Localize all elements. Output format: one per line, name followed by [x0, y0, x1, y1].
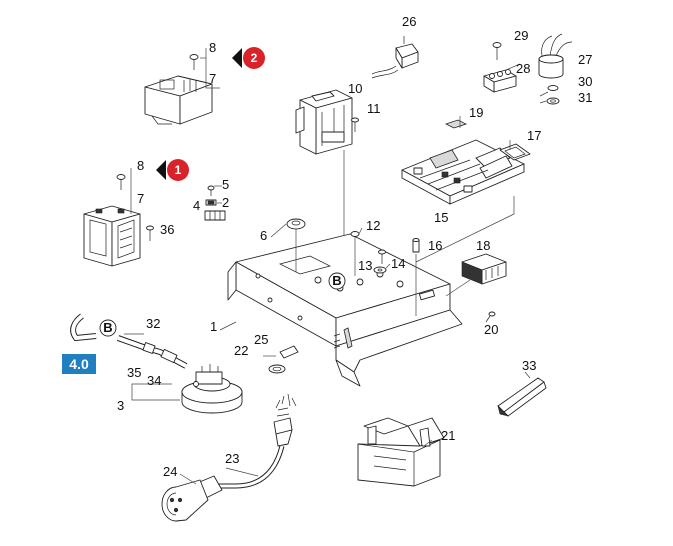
part-7-upper-transformer — [144, 75, 213, 125]
version-badge: 4.0 — [62, 354, 96, 374]
part-29-screw — [492, 42, 502, 60]
callout-29: 29 — [514, 28, 528, 43]
warning-marker-1: 1 — [156, 159, 189, 181]
callout-17: 17 — [527, 128, 541, 143]
warning-marker-1-label: 1 — [175, 163, 182, 177]
callout-22: 22 — [234, 343, 248, 358]
part-11-screw — [351, 117, 359, 132]
part-18-relay — [461, 253, 507, 285]
callout-33: 33 — [522, 358, 536, 373]
callout-21: 21 — [441, 428, 455, 443]
warning-marker-2-label: 2 — [251, 51, 258, 65]
callout-18: 18 — [476, 238, 490, 253]
callout-36: 36 — [160, 222, 174, 237]
warning-marker-2-circle — [243, 47, 265, 69]
part-26-cable-filter — [371, 36, 419, 79]
part-8-upper-screw — [189, 54, 199, 70]
part-7-lower-transformer — [83, 205, 141, 267]
callout-35: 35 — [127, 365, 141, 380]
callout-3: 3 — [117, 398, 124, 413]
callout-16: 16 — [428, 238, 442, 253]
callout-8-upper: 8 — [209, 40, 216, 55]
part-20-screw — [485, 311, 496, 323]
callout-30: 30 — [578, 74, 592, 89]
part-16-spacer — [412, 238, 420, 316]
part-31-nut — [546, 97, 560, 105]
part-33-tool — [497, 377, 547, 417]
callout-6: 6 — [260, 228, 267, 243]
part-8-lower-screw — [116, 174, 126, 190]
callout-20: 20 — [484, 322, 498, 337]
callout-2: 2 — [222, 195, 229, 210]
callout-15: 15 — [434, 210, 448, 225]
part-13-screw — [378, 249, 386, 264]
part-6-grommet — [286, 218, 306, 272]
part-2-clip — [205, 199, 217, 206]
part-21-transformer — [357, 417, 445, 487]
callout-25: 25 — [254, 332, 268, 347]
part-3-pressure-switch: B — [70, 313, 243, 414]
callout-5: 5 — [222, 177, 229, 192]
callout-1: 1 — [210, 319, 217, 334]
callout-12: 12 — [366, 218, 380, 233]
callout-31: 31 — [578, 90, 592, 105]
connector-b-hose-label: B — [103, 320, 112, 335]
part-17-seal — [499, 143, 531, 161]
part-22-ring — [268, 364, 286, 374]
part-23-mains-cable — [214, 393, 297, 489]
part-36-screw — [146, 225, 154, 241]
part-28-terminal-block — [483, 69, 517, 93]
callout-13: 13 — [358, 258, 372, 273]
callout-10: 10 — [348, 81, 362, 96]
version-badge-label: 4.0 — [69, 356, 89, 372]
callout-24: 24 — [163, 464, 177, 479]
connector-b-hose — [99, 319, 117, 337]
callout-19: 19 — [469, 105, 483, 120]
part-19-pad — [444, 119, 468, 129]
callout-28: 28 — [516, 61, 530, 76]
callout-23: 23 — [225, 451, 239, 466]
part-30-washer — [547, 85, 559, 91]
callout-27: 27 — [578, 52, 592, 67]
part-15-control-board — [401, 139, 525, 205]
callout-7-lower: 7 — [137, 191, 144, 206]
part-5-screw — [207, 185, 215, 196]
callout-8-lower: 8 — [137, 158, 144, 173]
callout-26: 26 — [402, 14, 416, 29]
part-27-capacitor — [538, 33, 573, 79]
part-25-label — [279, 345, 299, 359]
part-24-plug — [161, 475, 223, 522]
connector-b-label: B — [332, 273, 341, 288]
part-4-terminal-strip — [204, 210, 226, 221]
part-14-washer — [373, 266, 387, 274]
part-10-contactor — [295, 89, 353, 155]
warning-marker-2: 2 — [232, 47, 265, 69]
callout-7-upper: 7 — [209, 71, 216, 86]
callout-14: 14 — [391, 256, 405, 271]
callout-32: 32 — [146, 316, 160, 331]
callout-11: 11 — [367, 101, 381, 116]
connector-b-plate: B — [328, 272, 346, 290]
callout-34: 34 — [147, 373, 161, 388]
callout-4: 4 — [193, 198, 200, 213]
